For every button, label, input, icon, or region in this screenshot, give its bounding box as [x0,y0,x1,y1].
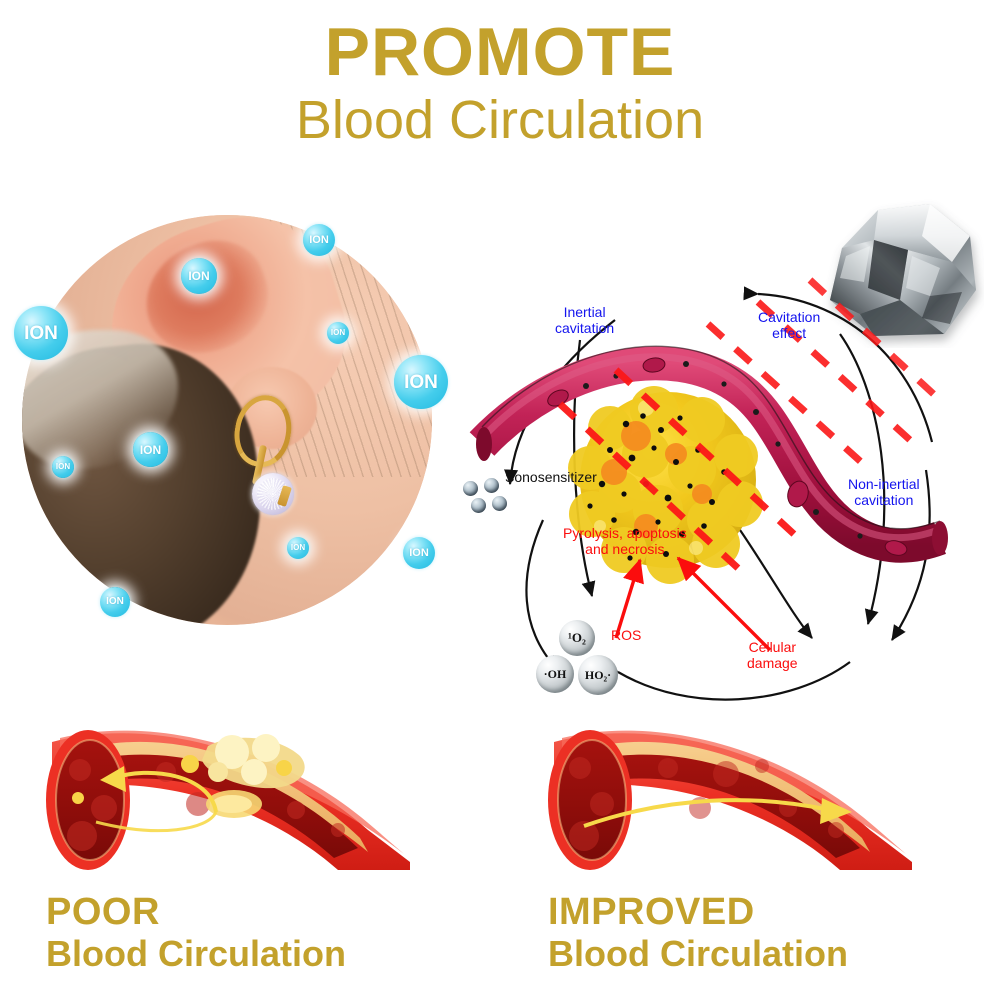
photo-circle-mask [22,215,432,625]
label-cavitation-effect: Cavitation effect [758,309,821,341]
ion-bubble: ION [394,355,448,409]
caption-improved-subtitle: Blood Circulation [548,933,848,974]
ion-bubble: ION [327,322,349,344]
label-cellular-damage: Cellular damage [747,639,798,671]
label-line-1: Cellular [748,639,797,655]
ion-bubble: ION [100,587,130,617]
sonodynamic-cavitation-diagram [440,258,1000,710]
particle-dot [471,498,486,513]
molecule-hydroxyl-radical: ·OH [536,655,574,693]
ion-bubble: ION [287,537,309,559]
label-sonosensitizer: Sonosensitizer [505,469,597,485]
molecule-hydroperoxyl-radical: HO₂· [578,655,618,695]
label-line-1: Pyrolysis, apoptosis [563,525,687,541]
ion-bubble: ION [303,224,335,256]
clear-blood-vessel [540,712,940,872]
particle-dot [492,496,507,511]
label-ros: ROS [611,627,642,643]
blocked-blood-vessel [38,712,438,872]
header-block: PROMOTE Blood Circulation [0,18,1000,149]
label-inertial-cavitation: Inertial cavitation [555,304,615,336]
label-pyrolysis-apoptosis-necrosis: Pyrolysis, apoptosis and necrosis [563,525,687,557]
caption-poor-title: POOR [46,891,160,933]
caption-improved-title: IMPROVED [548,891,755,933]
label-line-1: Cavitation [758,309,821,325]
label-non-inertial-cavitation: Non-inertial cavitation [848,476,920,508]
label-line-2: cavitation [555,319,615,336]
molecule-singlet-oxygen: ¹O₂ [559,620,595,656]
product-photo [12,205,442,635]
label-line-1: Inertial [563,304,606,320]
germanium-mineral-stone [812,196,984,348]
ion-bubble: ION [14,306,68,360]
ion-bubble: ION [133,432,168,467]
label-line-1: Non-inertial [848,476,920,492]
label-line-2: effect [772,324,807,341]
page-title: PROMOTE [324,14,676,90]
caption-poor-subtitle: Blood Circulation [46,933,346,974]
ion-bubble: ION [181,258,217,294]
label-line-2: damage [747,654,798,671]
particle-dot [463,481,478,496]
caption-poor: POOR Blood Circulation [46,893,346,973]
page-subtitle: Blood Circulation [295,90,705,150]
label-line-2: cavitation [854,491,914,508]
ion-bubble: ION [403,537,435,569]
caption-improved: IMPROVED Blood Circulation [548,893,848,973]
particle-dot [484,478,499,493]
label-line-2: and necrosis [585,540,665,557]
ion-bubble: ION [52,456,74,478]
